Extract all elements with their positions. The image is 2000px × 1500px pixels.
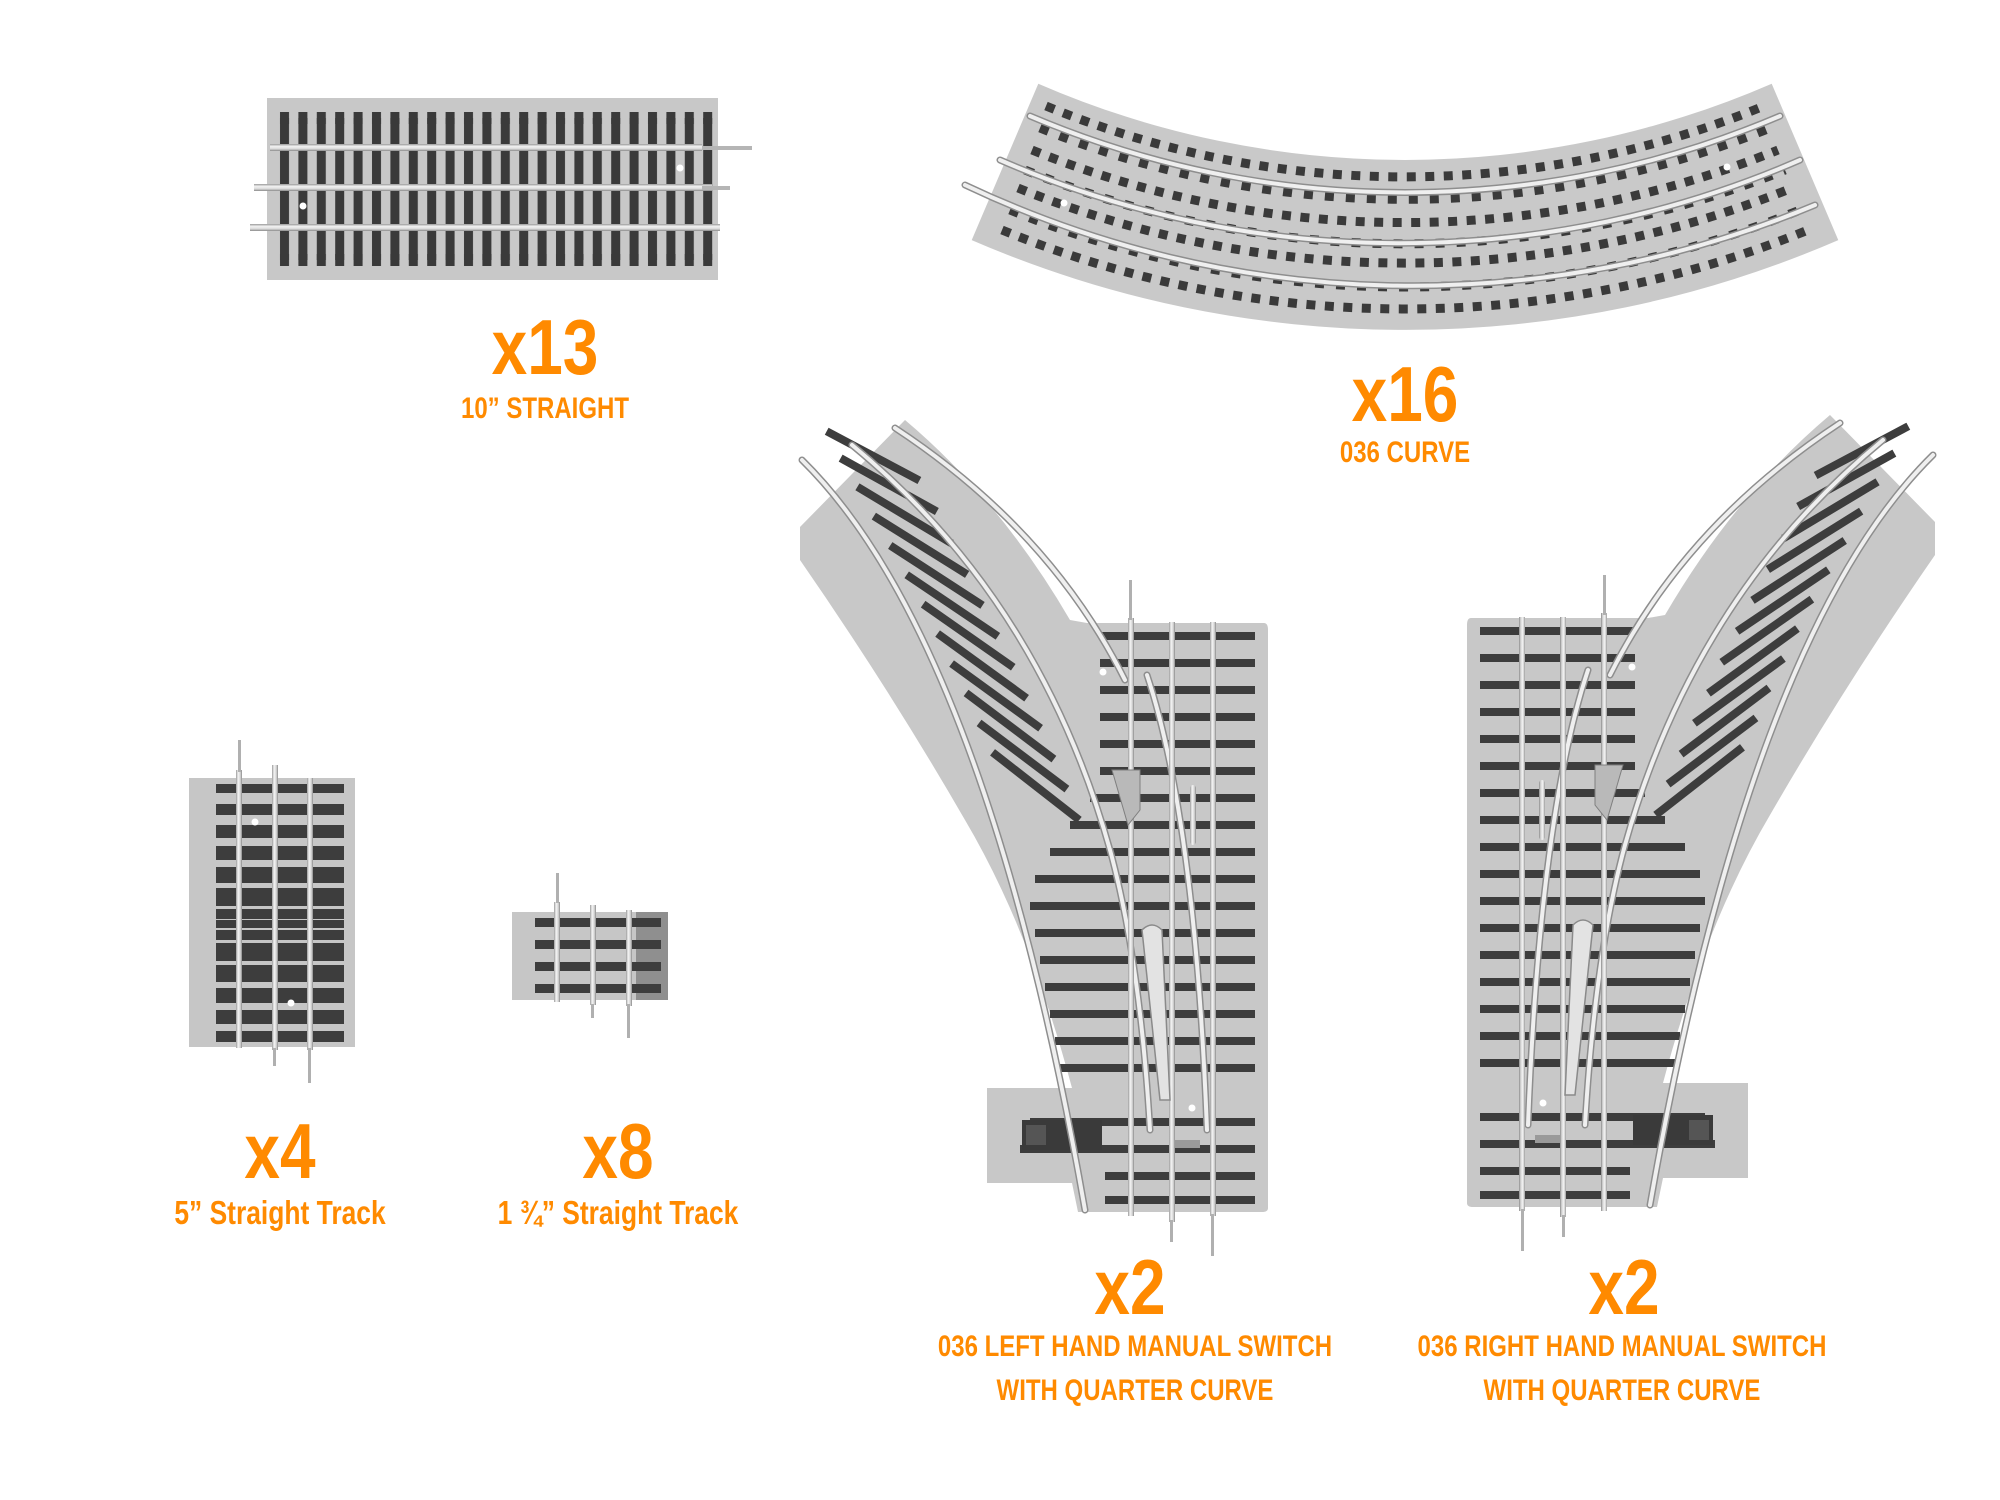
quantity-curve-036: x16: [1351, 350, 1459, 438]
quantity-switch-left: x2: [1094, 1243, 1166, 1331]
straight-track-5in: [189, 740, 355, 1083]
straight-track-10in: [250, 98, 752, 280]
name-switch-right-line2: WITH QUARTER CURVE: [1483, 1374, 1761, 1407]
name-switch-right-line1: 036 RIGHT HAND MANUAL SWITCH: [1417, 1330, 1827, 1363]
name-switch-left-line2: WITH QUARTER CURVE: [996, 1374, 1274, 1407]
name-curve-036: 036 CURVE: [1339, 436, 1471, 469]
right-hand-switch: [1467, 415, 1937, 1251]
quantity-straight-1-75: x8: [582, 1107, 654, 1195]
quantity-switch-right: x2: [1588, 1243, 1660, 1331]
name-straight-5: 5” Straight Track: [174, 1194, 386, 1231]
name-switch-left-line1: 036 LEFT HAND MANUAL SWITCH: [937, 1330, 1333, 1363]
name-straight-1-75: 1 ¾” Straight Track: [497, 1194, 739, 1231]
left-hand-switch: [798, 420, 1268, 1256]
straight-track-1-75in: [512, 873, 668, 1038]
name-straight-10: 10” STRAIGHT: [460, 392, 630, 425]
curve-track-036: [961, 83, 1839, 330]
quantity-straight-10: x13: [491, 303, 599, 391]
quantity-straight-5: x4: [244, 1107, 316, 1195]
